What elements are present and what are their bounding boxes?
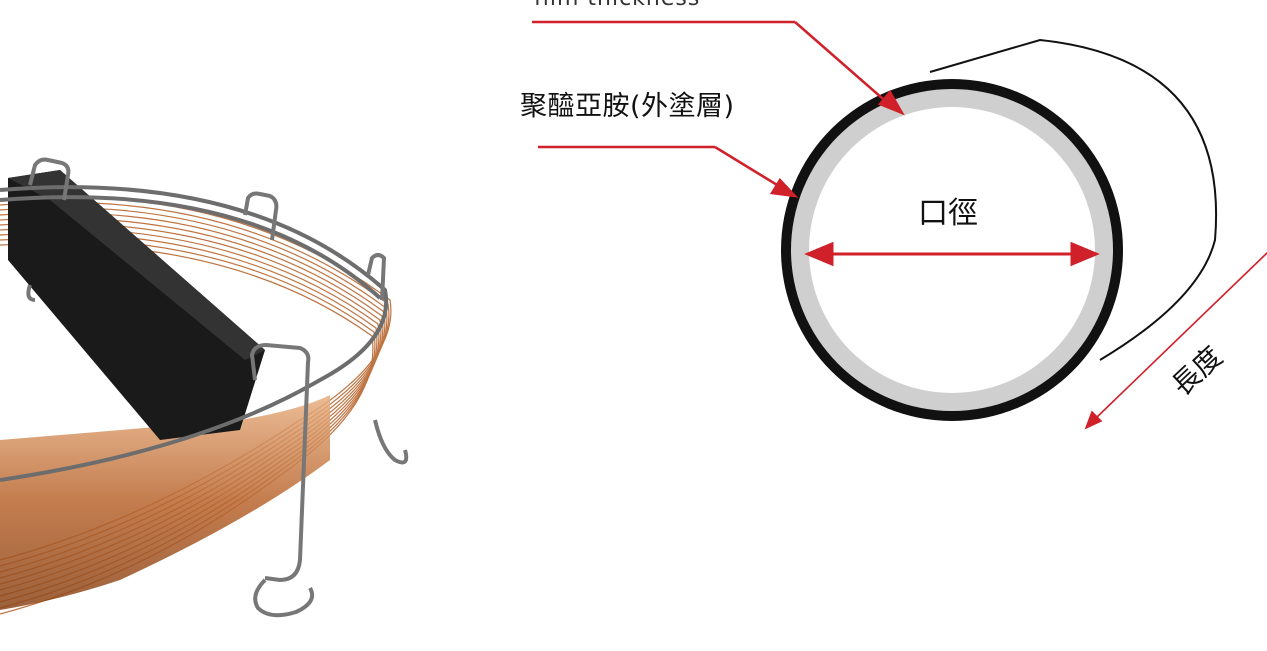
tube-bore — [809, 107, 1095, 393]
film-thickness-label: film thickness — [534, 0, 700, 11]
capillary-column-coil-icon — [0, 157, 409, 618]
film-thickness-arrow — [532, 20, 905, 116]
diameter-arrow — [804, 241, 1100, 267]
spider-support — [8, 170, 265, 440]
coating-arrow — [538, 145, 799, 198]
coating-label: 聚醯亞胺(外塗層) — [520, 91, 735, 122]
length-arrow — [1084, 251, 1267, 430]
cage-clips — [26, 157, 409, 618]
diameter-label: 口徑 — [918, 196, 978, 231]
coil-body — [0, 395, 330, 610]
tube-body-outline — [929, 38, 1218, 361]
